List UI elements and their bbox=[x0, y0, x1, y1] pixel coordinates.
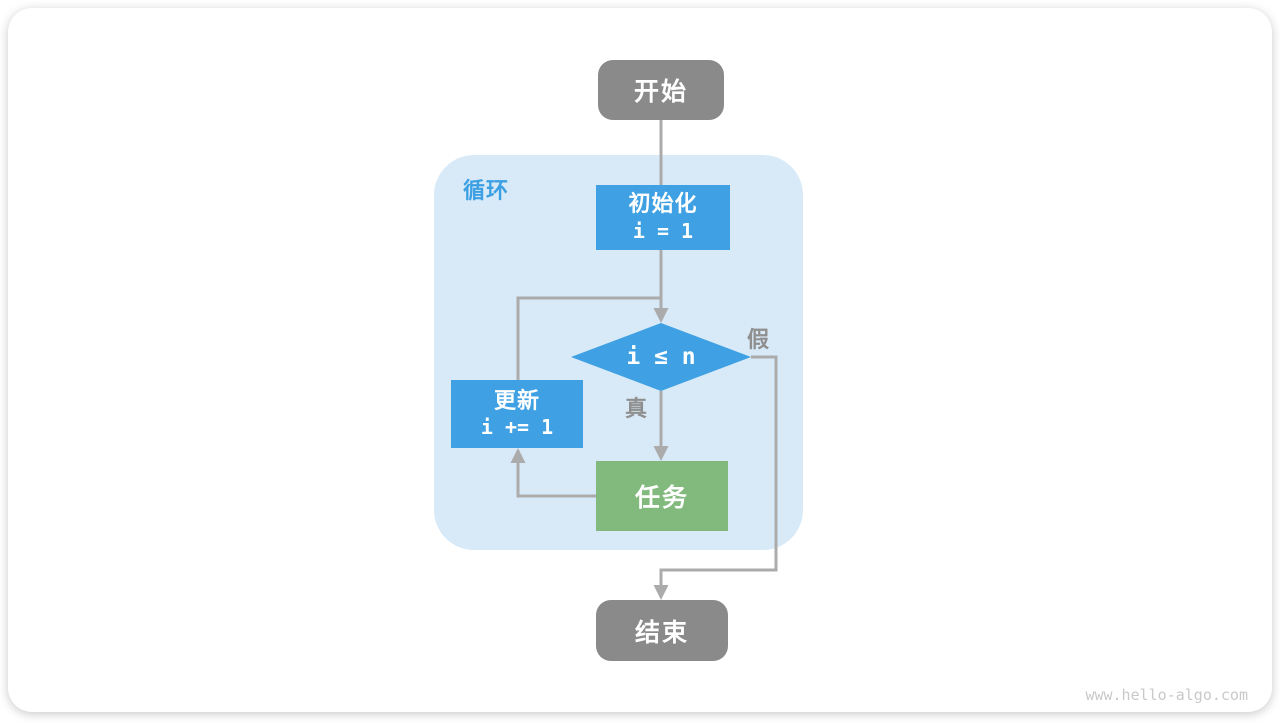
init-node: 初始化 i = 1 bbox=[596, 185, 730, 250]
edge-task-update bbox=[516, 462, 596, 498]
update-node-code: i += 1 bbox=[480, 415, 554, 440]
update-node-label: 更新 bbox=[493, 388, 540, 414]
arrowhead-into-end bbox=[653, 585, 669, 600]
start-node: 开始 bbox=[598, 60, 724, 120]
true-edge-label: 真 bbox=[625, 397, 648, 422]
arrowheads bbox=[510, 308, 669, 600]
end-node-label: 结束 bbox=[634, 617, 689, 647]
flow-connectors bbox=[510, 120, 778, 600]
update-node: 更新 i += 1 bbox=[451, 380, 583, 448]
false-edge-label: 假 bbox=[747, 328, 770, 353]
end-node: 结束 bbox=[596, 600, 728, 661]
init-node-code: i = 1 bbox=[632, 218, 694, 243]
arrowhead-into-update bbox=[510, 448, 526, 463]
task-node-label: 任务 bbox=[634, 483, 689, 512]
watermark-text: www.hello-algo.com bbox=[1085, 686, 1248, 704]
task-node: 任务 bbox=[596, 461, 728, 531]
canvas-card: 循环 开始 初始化 bbox=[8, 8, 1272, 712]
loop-container-label: 循环 bbox=[463, 179, 510, 204]
condition-label: i ≤ n bbox=[626, 344, 696, 370]
loop-flowchart: 循环 开始 初始化 bbox=[8, 8, 1280, 728]
init-node-label: 初始化 bbox=[628, 192, 698, 218]
edge-update-merge bbox=[516, 296, 661, 380]
edge-condition-end bbox=[659, 355, 778, 586]
start-node-label: 开始 bbox=[633, 77, 688, 106]
arrowhead-into-condition bbox=[653, 308, 669, 323]
arrowhead-into-task bbox=[653, 446, 669, 461]
